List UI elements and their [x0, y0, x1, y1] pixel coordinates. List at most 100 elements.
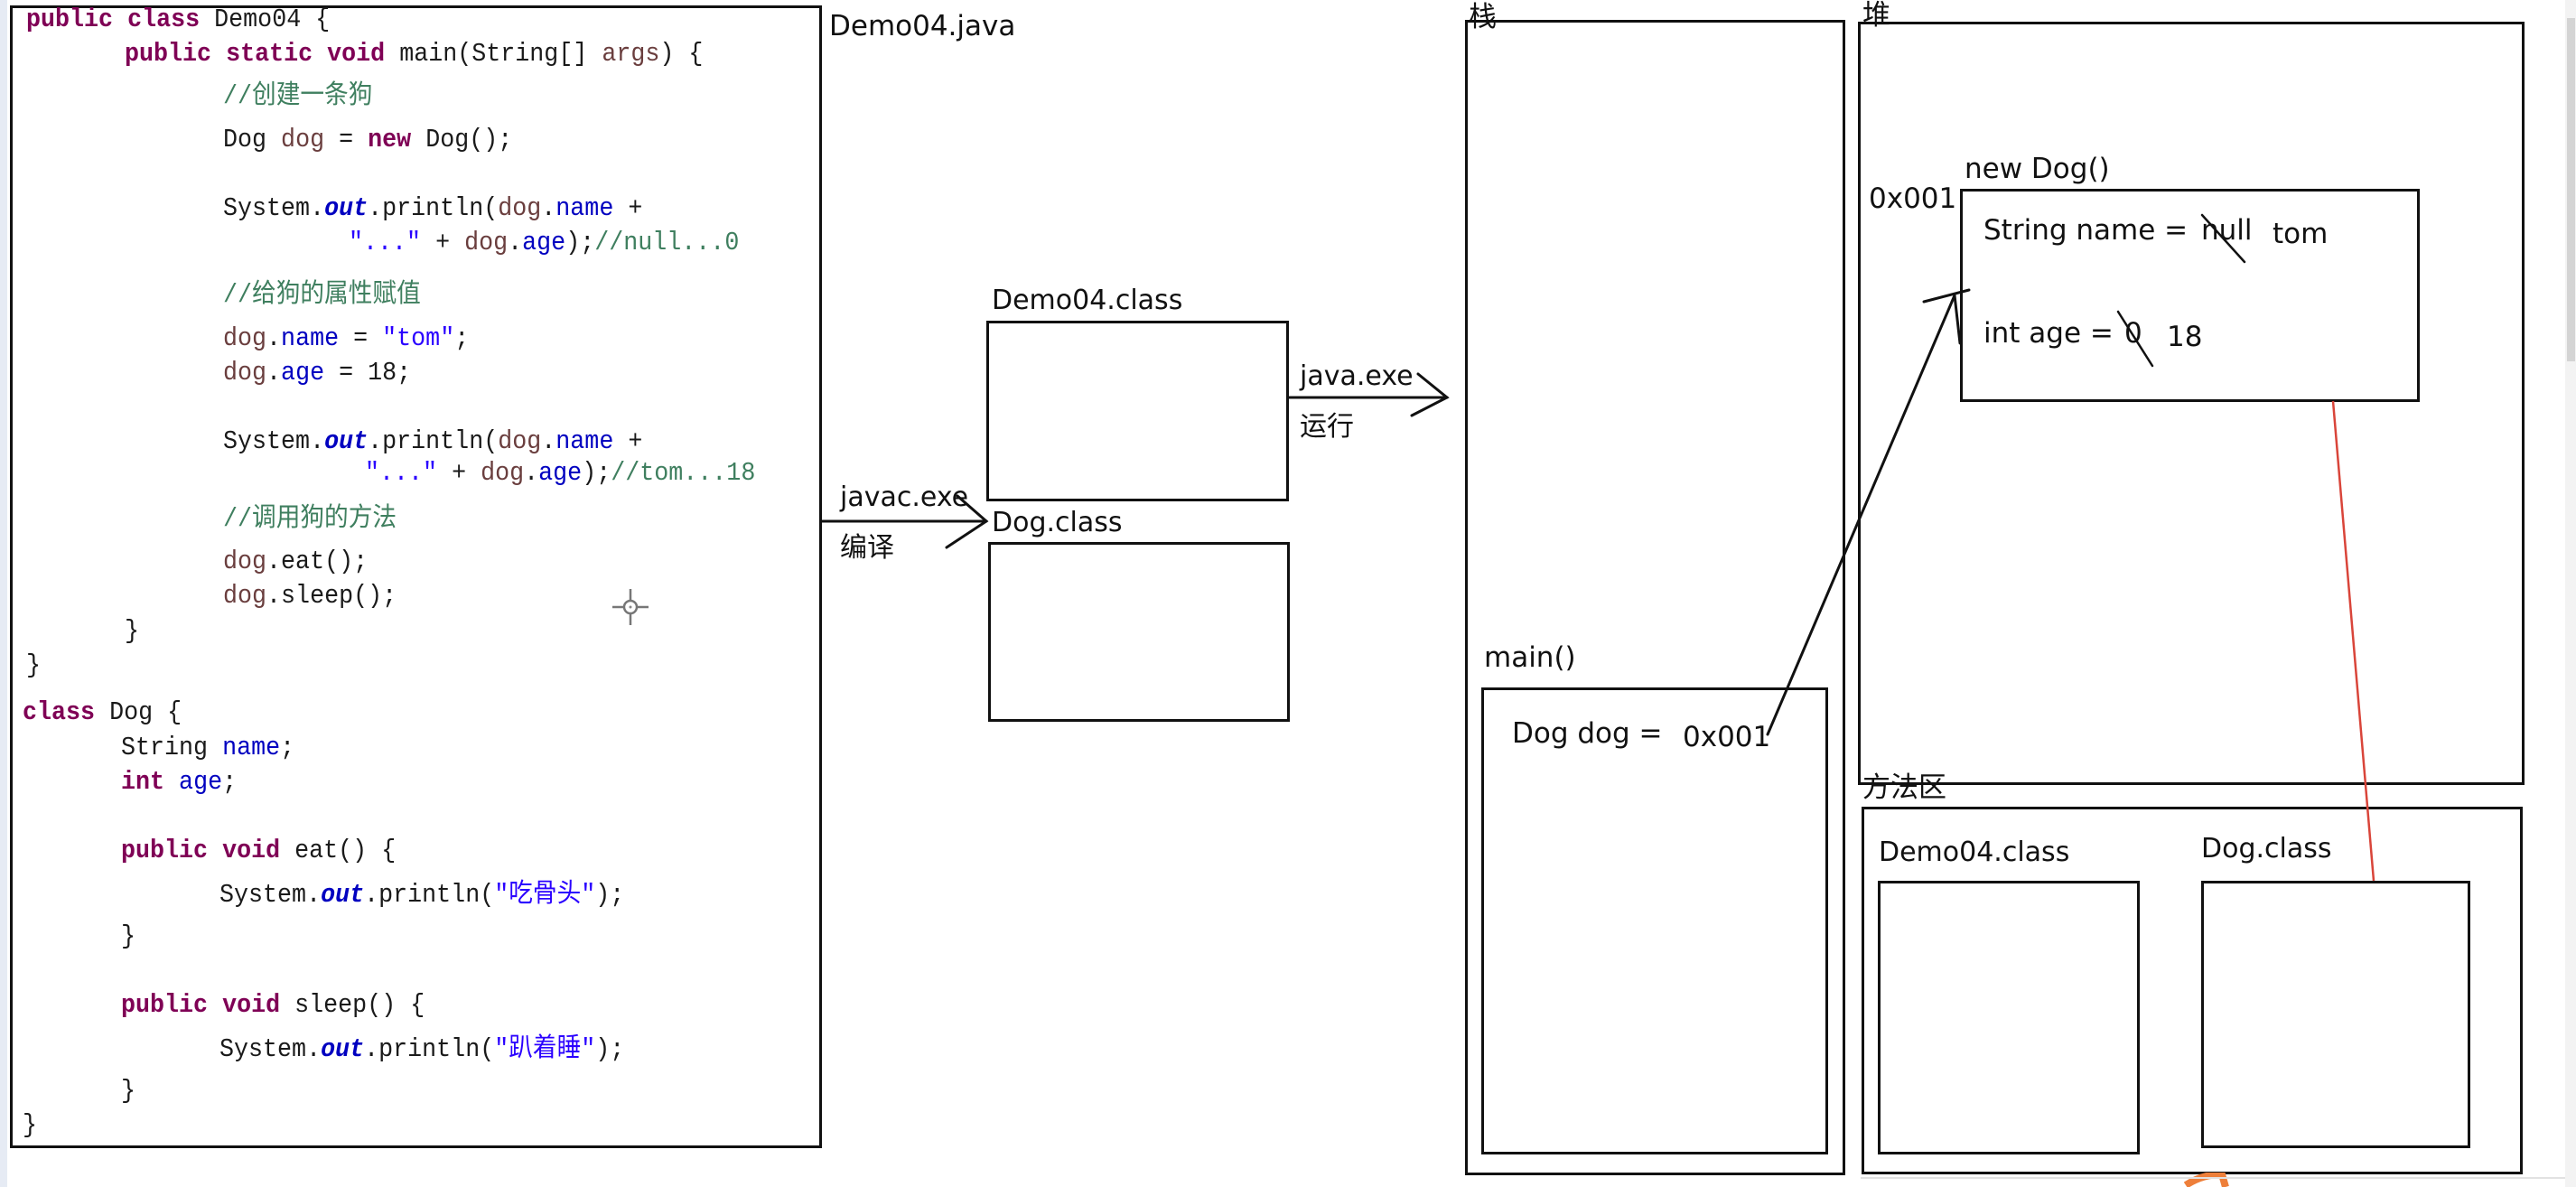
code-token: public class [26, 5, 215, 34]
code-line: } [23, 1109, 37, 1142]
code-token: public void [121, 836, 295, 865]
field-age-old-value: 0 [2124, 317, 2142, 350]
code-token: int [121, 767, 180, 797]
compile-caption: 编译 [840, 532, 894, 564]
code-token: ); [565, 228, 595, 257]
code-line: dog.sleep(); [223, 580, 397, 612]
code-token: . [266, 358, 282, 388]
code-token: dog [481, 458, 525, 488]
code-line: //调用狗的方法 [223, 503, 397, 536]
stack-variable-decl: Dog dog = [1512, 717, 1663, 750]
field-name-decl: String name = [1983, 214, 2189, 247]
code-token: age [538, 458, 583, 488]
dog-class-file-label: Dog.class [992, 507, 1123, 538]
code-line: public void sleep() { [121, 989, 425, 1022]
code-line: int age; [121, 766, 237, 799]
code-token: out [321, 1034, 365, 1064]
code-token: dog [498, 193, 542, 223]
stack-variable-reference: 0x001 [1683, 721, 1771, 753]
code-line: } [121, 921, 135, 953]
method-area-dog-class-label: Dog.class [2201, 833, 2332, 865]
crosshair-cursor-icon [612, 589, 649, 625]
heap-region [1858, 22, 2525, 785]
code-token: name [555, 193, 614, 223]
code-token: out [321, 880, 365, 910]
heap-title: 堆 [1862, 0, 1890, 32]
code-token: .println( [368, 193, 499, 223]
code-token: "..." [365, 458, 438, 488]
code-token: age [522, 228, 566, 257]
status-divider [1861, 1177, 2565, 1179]
code-line: "..." + dog.age);//tom...18 [365, 457, 755, 490]
code-line: System.out.println("趴着睡"); [219, 1033, 624, 1066]
heap-object-address: 0x001 [1869, 182, 1957, 215]
code-line: System.out.println(dog.name + [223, 425, 642, 458]
code-token: dog [498, 426, 542, 456]
code-token: . [541, 193, 556, 223]
dog-class-file-box [988, 542, 1290, 722]
code-token: sleep() { [294, 990, 425, 1020]
code-token: = [339, 323, 383, 353]
code-token: } [23, 1110, 38, 1140]
compile-tool-label: javac.exe [840, 481, 969, 513]
method-area-demo-class-label: Demo04.class [1879, 837, 2070, 868]
code-token: System. [219, 1034, 322, 1064]
code-line: dog.age = 18; [223, 357, 411, 389]
code-token: } [125, 616, 140, 646]
code-line: class Dog { [23, 696, 182, 729]
code-token: //给狗的属性赋值 [223, 280, 421, 310]
code-token: .eat(); [266, 547, 369, 576]
source-file-label: Demo04.java [829, 10, 1016, 42]
code-token: name [222, 733, 281, 762]
code-token: } [121, 1076, 136, 1106]
code-line: public class Demo04 { [26, 4, 330, 36]
vertical-scrollbar[interactable] [2565, 0, 2576, 1187]
main-stack-frame [1481, 687, 1828, 1154]
code-token: String [121, 733, 223, 762]
code-line: System.out.println("吃骨头"); [219, 879, 624, 911]
code-line: dog.eat(); [223, 546, 368, 578]
code-token: ; [222, 767, 238, 797]
code-token: Dog { [109, 697, 182, 727]
code-token: "趴着睡" [494, 1034, 596, 1064]
code-token: = [324, 125, 369, 154]
code-token: = 18; [324, 358, 412, 388]
field-age-new-value: 18 [2167, 321, 2203, 353]
code-token: Demo04 { [214, 5, 331, 34]
code-token: } [121, 921, 136, 951]
code-token: //tom...18 [611, 458, 756, 488]
code-token: + [613, 426, 643, 456]
code-token: eat() { [294, 836, 397, 865]
run-tool-label: java.exe [1300, 360, 1414, 392]
field-name-old-value: null [2201, 214, 2253, 247]
code-token: //调用狗的方法 [223, 504, 397, 534]
code-line: } [121, 1075, 135, 1108]
code-token: name [555, 426, 614, 456]
code-token: dog [223, 547, 267, 576]
code-token: System. [219, 880, 322, 910]
code-token: main(String[] [399, 39, 602, 69]
code-token: public static void [125, 39, 400, 69]
code-token: name [281, 323, 340, 353]
method-area-region [1862, 807, 2523, 1174]
scrollbar-thumb[interactable] [2567, 18, 2575, 361]
code-token: ); [595, 880, 625, 910]
code-token: ); [582, 458, 611, 488]
code-token: "吃骨头" [494, 880, 596, 910]
code-token: //创建一条狗 [223, 81, 373, 111]
field-name-new-value: tom [2273, 218, 2329, 250]
method-area-demo-class-box [1878, 881, 2140, 1154]
demo-class-file-label: Demo04.class [992, 285, 1183, 316]
code-token: //null...0 [594, 228, 740, 257]
field-age-decl: int age = [1983, 317, 2114, 350]
code-line: //创建一条狗 [223, 80, 372, 113]
code-token: dog [464, 228, 509, 257]
code-line: //给狗的属性赋值 [223, 279, 421, 312]
code-token: . [541, 426, 556, 456]
code-token: new [368, 125, 426, 154]
method-area-title: 方法区 [1862, 771, 1946, 804]
code-token: dog [223, 581, 267, 611]
code-token: + [437, 458, 481, 488]
code-token: System. [223, 426, 325, 456]
code-token: age [179, 767, 223, 797]
